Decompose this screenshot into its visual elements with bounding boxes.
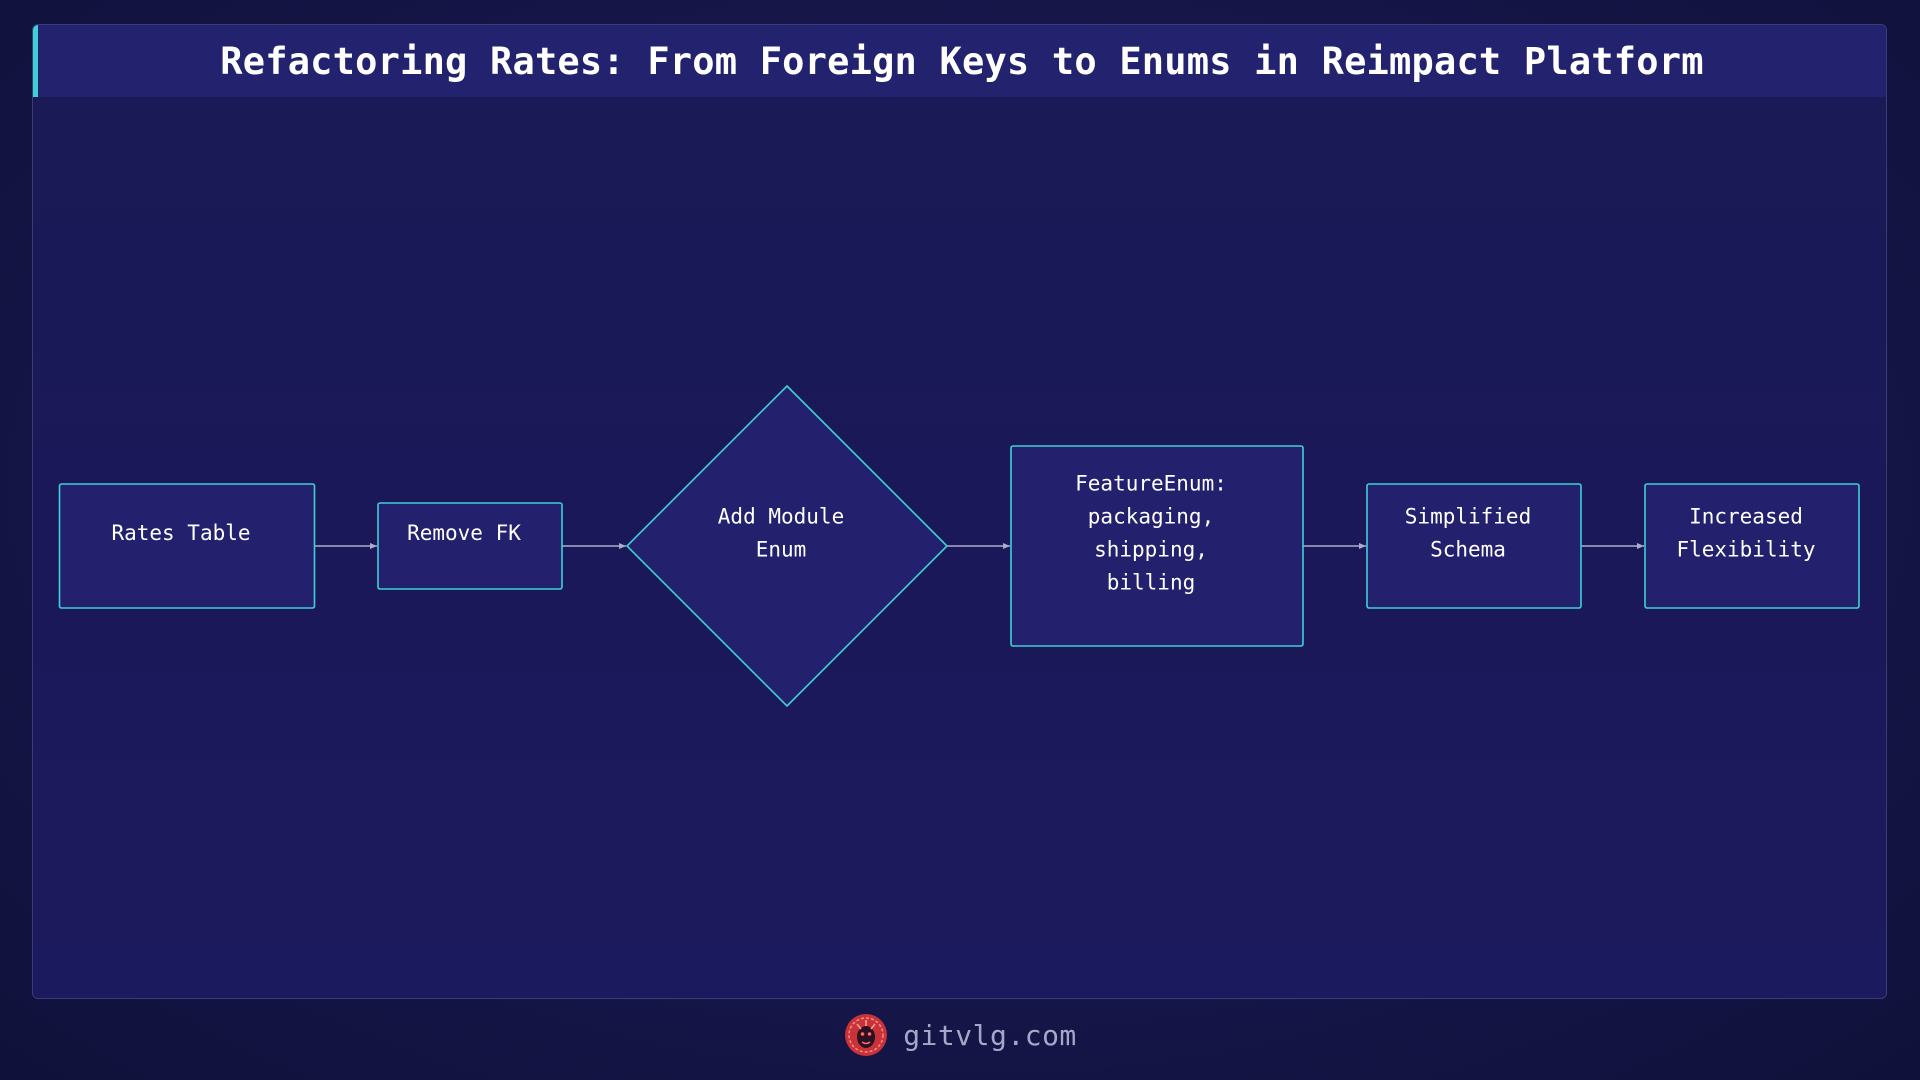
node-featureenum-label-line: shipping, [1094,538,1208,562]
node-removefk-label-line: Remove FK [407,521,521,545]
lion-head-icon [845,1014,888,1056]
node-flexibility-label-line: Increased [1689,505,1803,529]
node-rates-box [58,483,316,609]
node-rates-label-line: Rates Table [111,521,250,545]
node-addmodule-label-line: Add Module [718,505,844,529]
node-simplified-box [1366,483,1582,609]
footer: gitvlg.com [0,1010,1920,1060]
node-addmodule-diamond [625,384,949,708]
footer-site-link[interactable]: gitvlg.com [903,1018,1077,1052]
node-removefk-box [377,502,563,590]
node-featureenum-label-line: FeatureEnum: [1075,472,1227,496]
node-removefk[interactable]: Remove FK [377,502,563,590]
page-title: Refactoring Rates: From Foreign Keys to … [220,39,1704,83]
node-featureenum[interactable]: FeatureEnum: packaging, shipping, billing [1010,445,1304,647]
node-featureenum-box [1010,445,1304,647]
node-flexibility-box [1644,483,1860,609]
node-rates[interactable]: Rates Table [58,483,316,609]
node-flexibility-label-line: Flexibility [1676,538,1815,562]
title-bar: Refactoring Rates: From Foreign Keys to … [33,25,1886,97]
node-simplified-label-line: Schema [1430,538,1506,562]
node-featureenum-label-line: billing [1107,571,1196,595]
node-addmodule-label-line: Enum [756,538,807,562]
node-featureenum-label-line: packaging, [1088,505,1214,529]
node-simplified-label-line: Simplified [1405,505,1531,529]
